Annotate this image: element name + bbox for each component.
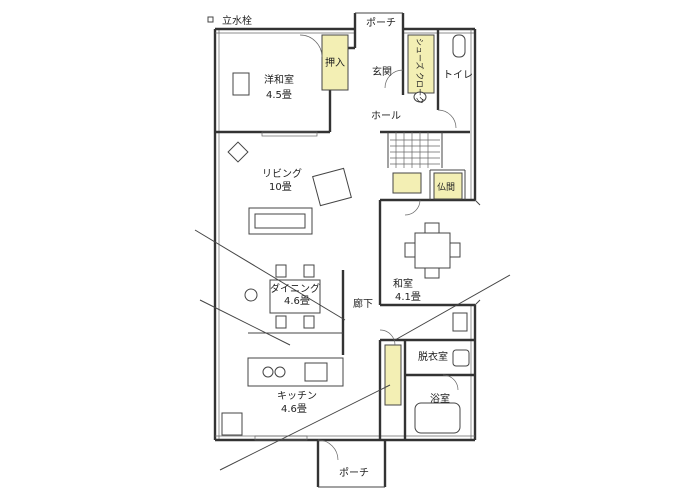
bath-label: 浴室	[430, 392, 450, 405]
shoes-closet-label: シューズ クローク	[415, 38, 425, 104]
living-size: 10畳	[269, 181, 292, 193]
dining-label: ダイニング	[270, 282, 320, 295]
porch-top-label: ポーチ	[366, 17, 396, 29]
closets	[321, 34, 463, 406]
water-valve-label: 立水栓	[222, 14, 252, 27]
japanese-room-label: 和室	[393, 277, 413, 290]
furniture	[221, 34, 470, 441]
toilet-label: トイレ	[443, 70, 473, 81]
hall-label: ホール	[371, 110, 401, 122]
living-label: リビング	[262, 167, 302, 180]
butsuma-label: 仏間	[437, 182, 455, 193]
corridor-label: 廊下	[353, 297, 373, 310]
annotation-arrows	[194, 229, 511, 471]
dressing-label: 脱衣室	[418, 350, 448, 363]
japanese-room-size: 4.1畳	[395, 291, 421, 303]
dining-size: 4.6畳	[284, 295, 310, 307]
stairs	[390, 132, 440, 168]
porch-bottom-label: ポーチ	[339, 467, 369, 479]
water-valve-marker	[207, 16, 214, 23]
genkan-label: 玄関	[372, 65, 392, 78]
kitchen-label: キッチン	[277, 390, 317, 402]
western-room-size: 4.5畳	[266, 89, 292, 101]
doors	[299, 34, 459, 461]
oshiire-label: 押入	[325, 56, 345, 69]
western-room-label: 洋和室	[264, 73, 294, 86]
kitchen-size: 4.6畳	[281, 403, 307, 415]
